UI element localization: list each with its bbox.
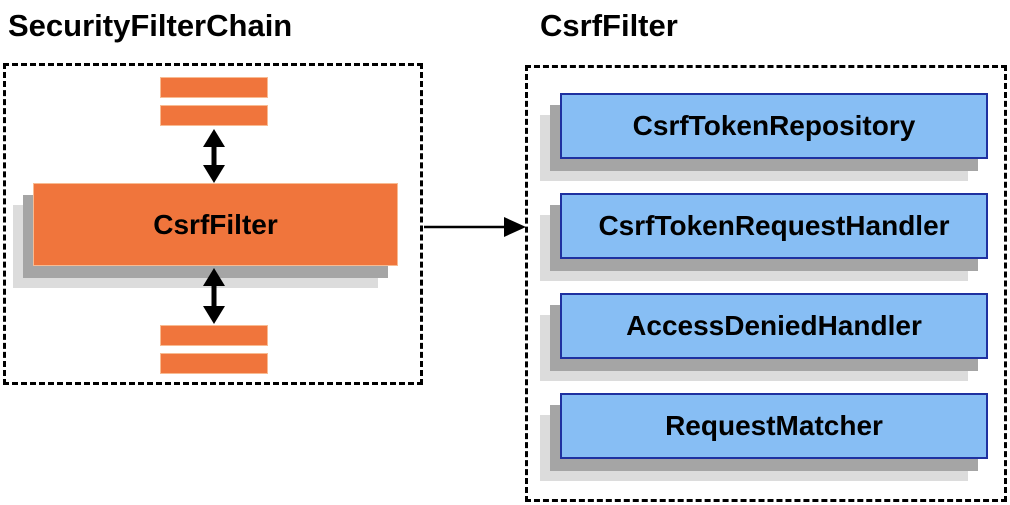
filter-chain-bar (160, 353, 268, 374)
csrf-filter-title: CsrfFilter (540, 8, 678, 43)
filter-chain-bar (160, 77, 268, 98)
csrf-filter-components-container: CsrfTokenRepository CsrfTokenRequestHand… (525, 65, 1007, 502)
csrf-filter-node: CsrfFilter (33, 183, 398, 266)
component-box-request-matcher: RequestMatcher (560, 393, 988, 459)
double-arrow-icon (203, 268, 225, 324)
component-box-csrf-token-request-handler: CsrfTokenRequestHandler (560, 193, 988, 259)
component-box-access-denied-handler: AccessDeniedHandler (560, 293, 988, 359)
component-label: CsrfTokenRequestHandler (598, 210, 950, 241)
component-label: AccessDeniedHandler (626, 310, 922, 341)
filter-chain-bar (160, 105, 268, 126)
security-filter-chain-container: CsrfFilter (3, 63, 423, 385)
component-box-csrf-token-repository: CsrfTokenRepository (560, 93, 988, 159)
component-label: RequestMatcher (665, 410, 883, 441)
component-label: CsrfTokenRepository (632, 110, 916, 141)
double-arrow-icon (203, 129, 225, 183)
security-filter-chain-title: SecurityFilterChain (8, 8, 293, 43)
csrf-filter-node-label: CsrfFilter (153, 208, 278, 240)
flow-arrow-icon (424, 217, 526, 237)
filter-chain-bar (160, 325, 268, 346)
